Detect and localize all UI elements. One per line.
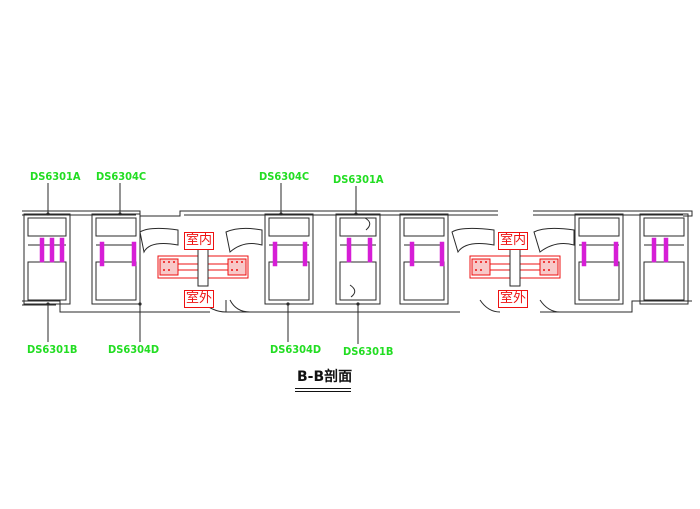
thermal-break-strip-10 [409,241,415,267]
leader-dot-6 [138,302,142,306]
profile-label-bottom-2: DS6304D [108,343,160,356]
thermal-break-strip-8 [346,237,352,263]
glass-right-hatch-dot-r4 [548,261,550,263]
thermal-break-strip-4 [99,241,105,267]
profile-frame-center-upper-chamber [339,217,377,237]
profile-frame-right-upper-chamber [643,217,685,237]
thermal-break-strip-12 [581,241,587,267]
thermal-break-strip-11 [439,241,445,267]
thermal-break-strip-3 [59,237,65,263]
bottom-bead-right [479,299,561,313]
glass-right-centre-mullion [509,247,521,287]
glass-right-hatch-dot-l4 [480,261,482,263]
outdoor-label-right: 室外 [498,290,529,308]
thermal-break-strip-14 [651,237,657,263]
leader-dot-5 [46,302,50,306]
profile-frame-right-outline [639,213,689,305]
glass-left-spacer-right [227,258,247,276]
bottom-outline-line-4 [540,300,692,313]
leader-dot-3 [279,212,283,216]
profile-frame-right-lower-chamber [643,261,685,301]
thermal-break-strip-13 [613,241,619,267]
glass-right-hatch-dot-l1 [480,269,482,271]
glazing-bead-center-right [451,227,495,254]
glazing-bead-left [139,227,179,254]
leader-dot-8 [356,302,360,306]
glass-right-spacer-left [471,258,491,276]
section-title: B-B剖面 [297,369,353,385]
profile-sash-center-lower-chamber [268,261,310,301]
thermal-break-strip-5 [131,241,137,267]
glass-right-hatch-dot-l3 [475,269,477,271]
profile-frame-center-outline [335,213,381,305]
profile-sash-center-2-lower-chamber [403,261,445,301]
profile-sash-left-1-upper-chamber [95,217,137,237]
profile-sash-right-1-lower-chamber [578,261,620,301]
bottom-outline-line-1 [22,300,210,313]
glass-left-hatch-dot-r3 [231,269,233,271]
glass-left-spacer-left [159,258,179,276]
thermal-break-strip-7 [302,241,308,267]
profile-sash-center-2-outline [399,213,449,305]
glass-left-hatch-dot-r0 [231,261,233,263]
profile-frame-left-upper-chamber [27,217,67,237]
clip-upper [364,217,371,231]
glass-right-hatch-dot-l2 [485,261,487,263]
glass-right-hatch-dot-r1 [548,269,550,271]
profile-label-top-2: DS6304C [96,170,147,183]
clip-lower [349,284,356,298]
leader-dot-2 [118,212,122,216]
leader-dot-7 [286,302,290,306]
profile-frame-left-lower-chamber [27,261,67,301]
glass-right-spacer-right [539,258,559,276]
indoor-label-left: 室内 [184,232,215,250]
profile-sash-left-1-lower-chamber [95,261,137,301]
profile-label-top-4: DS6301A [333,173,384,186]
profile-sash-left-1-outline [91,213,141,305]
glass-left-hatch-dot-r2 [241,261,243,263]
glazing-bead-center-left [225,227,263,253]
profile-label-top-3: DS6304C [259,170,310,183]
leader-dot-1 [46,212,50,216]
glass-right-hatch-dot-r3 [543,269,545,271]
indoor-label-right: 室内 [498,232,529,250]
glass-right-hatch-dot-l0 [475,261,477,263]
bottom-outline-line-3 [225,300,460,313]
glass-left-centre-mullion [197,247,209,287]
thermal-break-strip-6 [272,241,278,267]
title-underline-1 [295,388,351,389]
profile-label-bottom-4: DS6301B [343,345,394,358]
glass-right-hatch-dot-r2 [553,261,555,263]
profile-sash-right-1-outline [574,213,624,305]
leader-dot-4 [354,212,358,216]
glazing-bead-right [533,227,575,253]
thermal-break-strip-2 [49,237,55,263]
glass-left-hatch-dot-l0 [163,261,165,263]
glass-left-hatch-dot-l1 [168,269,170,271]
glass-left-hatch-dot-l2 [173,261,175,263]
profile-sash-right-1-upper-chamber [578,217,620,237]
profile-label-top-1: DS6301A [30,170,81,183]
outdoor-label-left: 室外 [184,290,215,308]
profile-label-bottom-1: DS6301B [27,343,78,356]
profile-label-bottom-3: DS6304D [270,343,322,356]
glass-left-hatch-dot-l3 [163,269,165,271]
profile-sash-center-upper-chamber [268,217,310,237]
glass-left-hatch-dot-l4 [168,261,170,263]
profile-sash-center-2-upper-chamber [403,217,445,237]
title-underline-2 [295,391,351,392]
thermal-break-strip-15 [663,237,669,263]
glass-left-hatch-dot-r1 [236,269,238,271]
glass-left-hatch-dot-r4 [236,261,238,263]
glass-right-hatch-dot-r0 [543,261,545,263]
thermal-break-strip-1 [39,237,45,263]
profile-frame-center-lower-chamber [339,261,377,301]
thermal-break-strip-9 [367,237,373,263]
